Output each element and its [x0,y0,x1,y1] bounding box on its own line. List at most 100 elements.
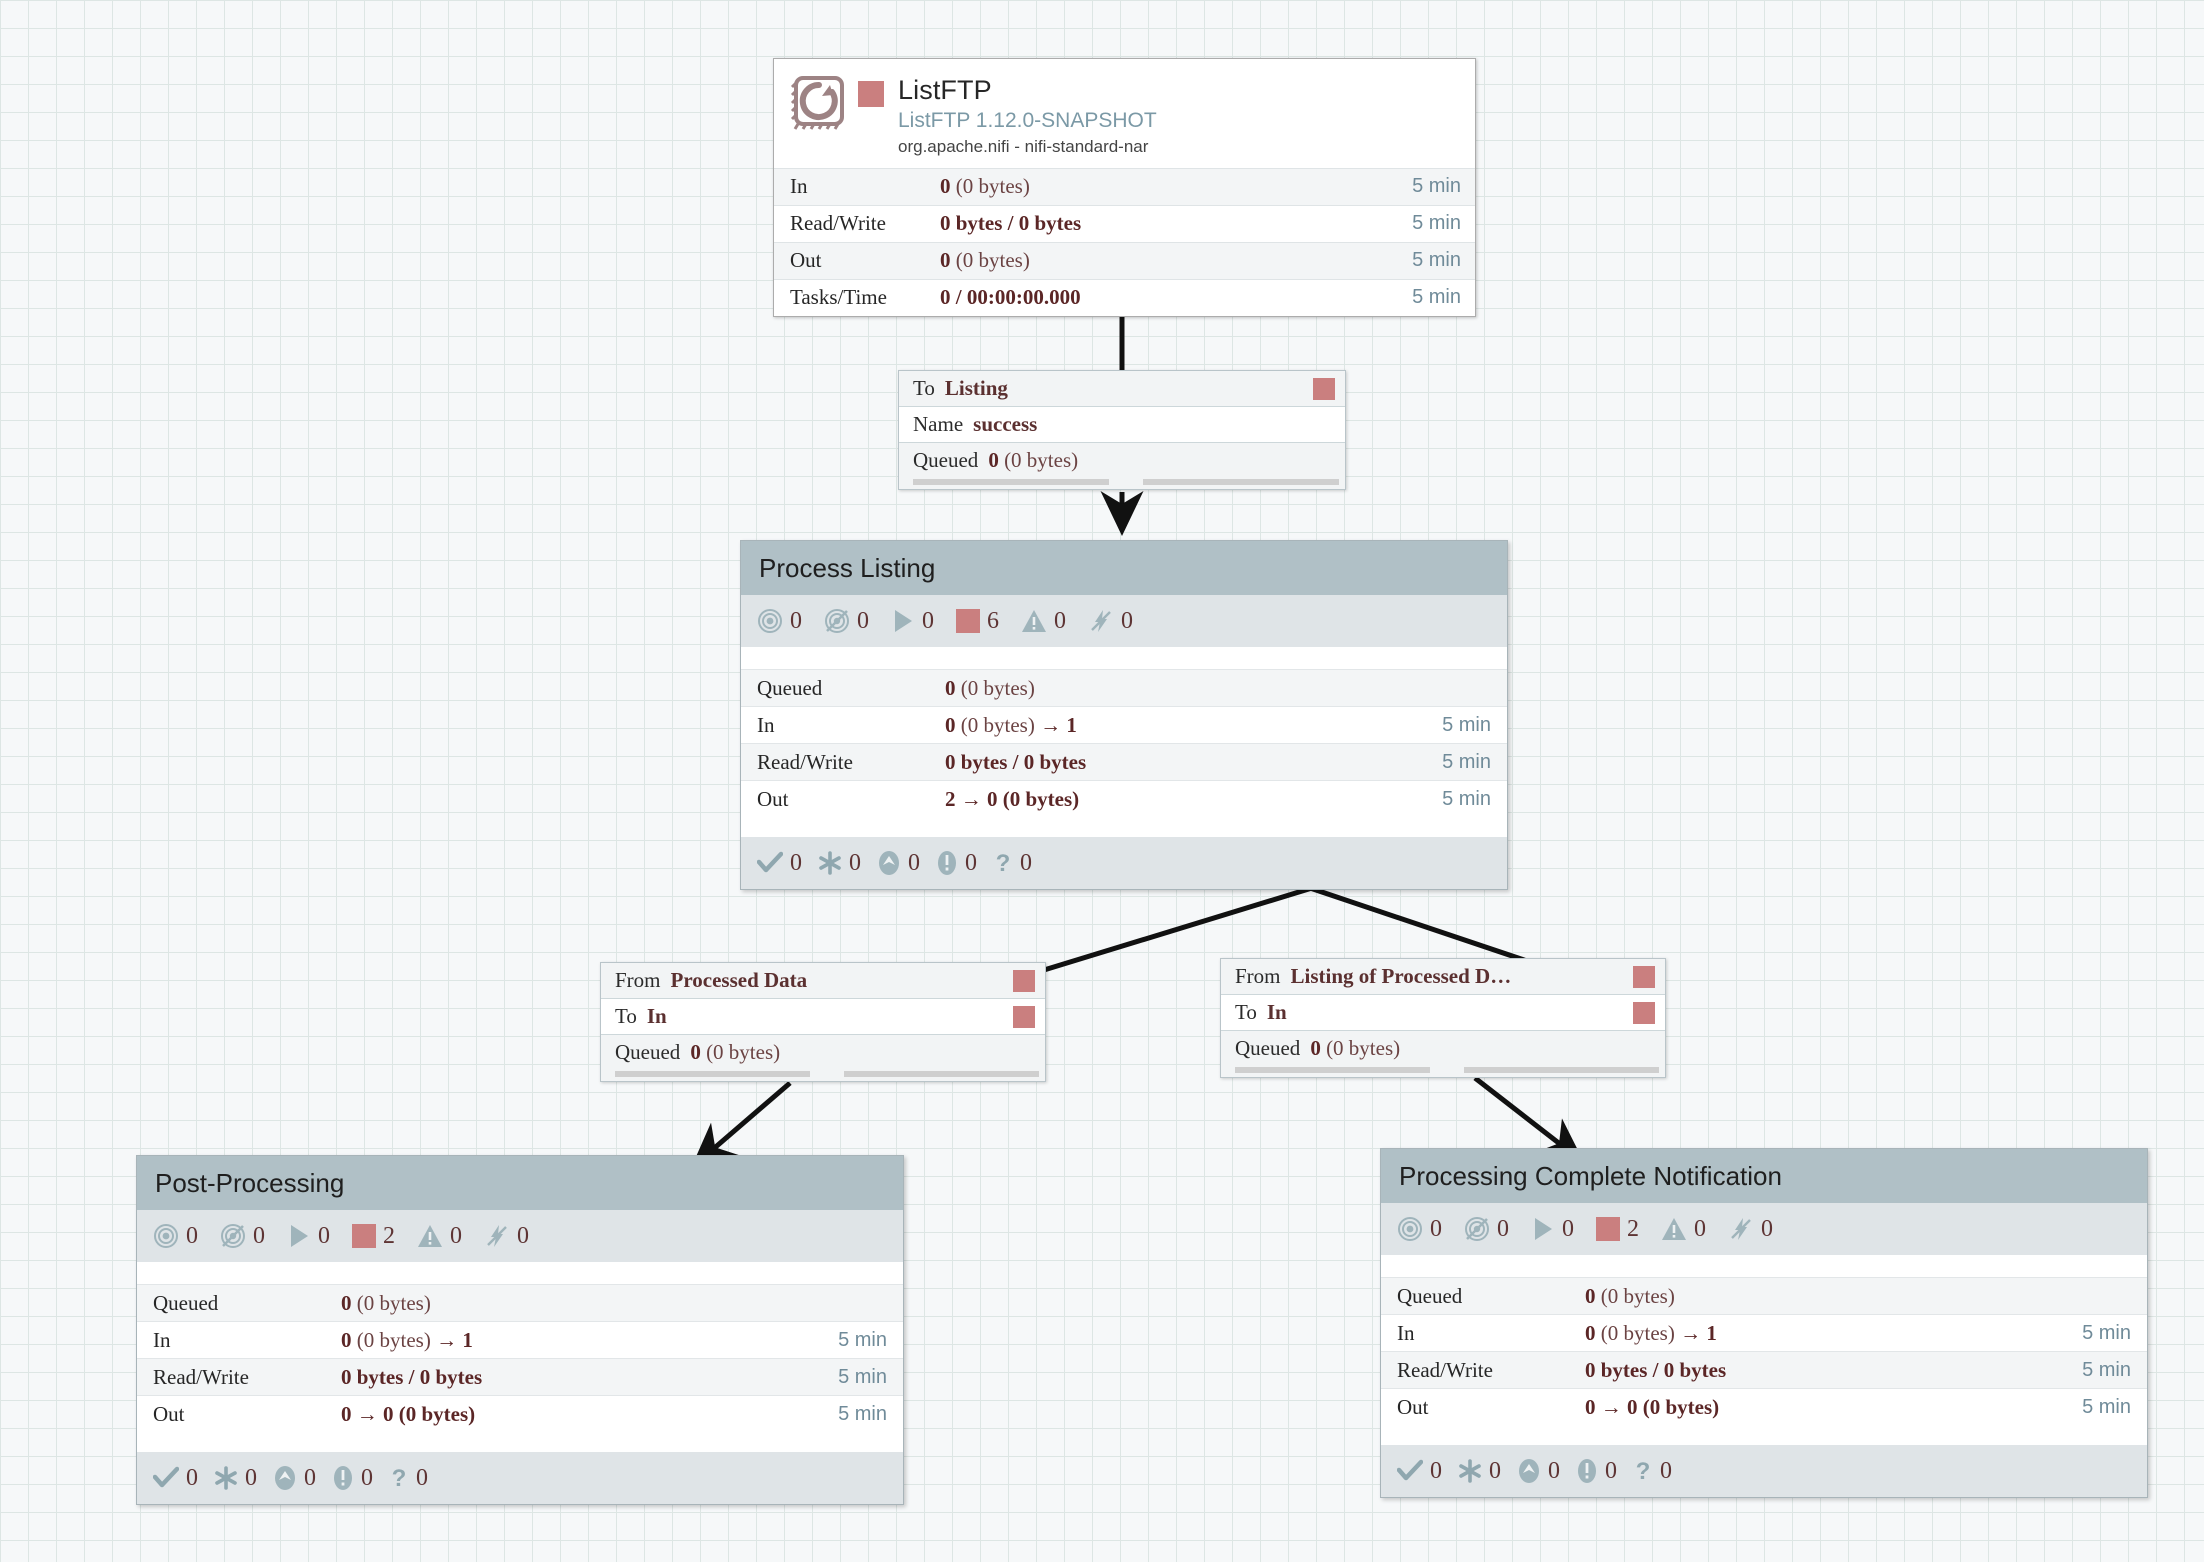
stat-value: 0 (0 bytes) [940,174,1030,199]
processor-type: ListFTP 1.12.0-SNAPSHOT [898,109,1157,133]
count-disabled: 0 [1088,608,1133,635]
disabled-icon [1728,1216,1754,1242]
stat-value: 0 bytes / 0 bytes [341,1364,483,1389]
processor-stat-in: In 0 (0 bytes) 5 min [774,167,1475,205]
stat-label: Out [757,786,789,811]
connection-to-row: To Listing [899,371,1345,407]
stat-time: 5 min [1412,212,1461,235]
processor-stat-out: Out 0 (0 bytes) 5 min [774,241,1475,279]
stat-label: Tasks/Time [790,285,887,310]
footer-count-valid: 0 [757,850,802,877]
footer-count-transmitting: 0 [1458,1458,1501,1485]
connection-row-key: From [1235,964,1281,988]
footer-count-stale: 0 [332,1465,373,1492]
process-group-spacer-bottom [137,1432,903,1452]
stat-label: In [1397,1320,1415,1345]
connection-row-value: Listing [944,376,1008,400]
processor-listftp[interactable]: ListFTP ListFTP 1.12.0-SNAPSHOT org.apac… [773,58,1476,317]
connection-from-row: From Processed Data [601,963,1045,999]
process-group-post-processing[interactable]: Post-Processing 0 0 0 [136,1155,904,1505]
stat-time: 5 min [1412,286,1461,309]
footer-count-value: 0 [186,1464,198,1491]
stat-label: Queued [153,1290,219,1315]
queued-value: 0 (0 bytes) [988,447,1079,472]
stat-time: 5 min [838,1365,887,1388]
connection-row-value: In [1266,1000,1287,1024]
pg-stat-read-write: Read/Write 0 bytes / 0 bytes 5 min [137,1358,903,1395]
connection-row-key: From [615,968,661,992]
processor-icon [788,73,850,135]
asterisk-icon [818,851,842,875]
connection-row-value: In [646,1004,667,1028]
count-stopped: 2 [1596,1216,1639,1243]
footer-count-value: 0 [1605,1457,1617,1484]
footer-count-value: 0 [908,849,920,876]
up-arrow-icon [273,1465,297,1491]
count-value: 0 [517,1222,529,1249]
stat-time: 5 min [838,1402,887,1425]
processor-name: ListFTP [898,75,992,105]
process-group-title: Process Listing [741,541,1507,595]
stat-value: 0 → 0 (0 bytes) [1585,1394,1720,1419]
footer-count-value: 0 [416,1464,428,1491]
stat-value: 0 (0 bytes) → 1 [341,1327,473,1352]
pg-stat-read-write: Read/Write 0 bytes / 0 bytes 5 min [741,743,1507,780]
count-not-transmitting: 0 [824,608,869,635]
connection-listftp-to-listing[interactable]: To Listing Name success Queued 0 (0 byte… [898,370,1346,490]
footer-count-valid: 0 [1397,1458,1442,1485]
stat-label: Out [1397,1394,1429,1419]
process-group-component-counts: 0 0 0 6 0 [741,595,1507,647]
processor-stats: In 0 (0 bytes) 5 min Read/Write 0 bytes … [774,167,1475,316]
stopped-icon [1596,1217,1620,1241]
footer-count-value: 0 [1660,1457,1672,1484]
queue-bar-size [1143,479,1339,485]
source-stopped-icon [1633,965,1655,988]
footer-count-value: 0 [1489,1457,1501,1484]
footer-count-value: 0 [849,849,861,876]
stat-value: 0 bytes / 0 bytes [1585,1357,1727,1382]
not-transmitting-icon [220,1223,246,1249]
invalid-icon [1661,1216,1687,1242]
invalid-icon [417,1223,443,1249]
link-process-listing-to-listing-of-processed [1309,885,1531,965]
queued-label: Queued [1235,1035,1301,1060]
count-running: 0 [1531,1216,1574,1243]
connection-name-row: Name success [899,407,1345,443]
link-processed-data-to-post-processing [690,1081,792,1169]
destination-stopped-icon [1013,1005,1035,1028]
process-group-process-listing[interactable]: Process Listing 0 0 0 [740,540,1508,890]
processor-run-status-stopped-icon [858,81,884,107]
svg-text:?: ? [392,1465,407,1491]
processor-stat-read-write: Read/Write 0 bytes / 0 bytes 5 min [774,204,1475,242]
footer-count-value: 0 [790,849,802,876]
count-disabled: 0 [484,1223,529,1250]
count-disabled: 0 [1728,1216,1773,1243]
process-group-processing-complete-notification[interactable]: Processing Complete Notification 0 0 0 [1380,1148,2148,1498]
count-value: 0 [1430,1215,1442,1242]
stat-time: 5 min [2082,1395,2131,1418]
transmitting-icon [153,1223,179,1249]
up-arrow-icon [877,850,901,876]
processor-bundle: org.apache.nifi - nifi-standard-nar [898,137,1149,157]
process-group-footer-counts: 0 0 0 0 ? 0 [137,1452,903,1504]
count-value: 0 [922,607,934,634]
connection-processed-data-to-in[interactable]: From Processed Data To In Queued 0 (0 by… [600,962,1046,1082]
stat-value: 0 (0 bytes) → 1 [945,712,1077,737]
pg-stat-in: In 0 (0 bytes) → 1 5 min [137,1321,903,1358]
process-group-component-counts: 0 0 0 2 0 [1381,1203,2147,1255]
connection-listing-of-processed-to-in[interactable]: From Listing of Processed D… To In Queue… [1220,958,1666,1078]
connection-row-key: To [913,376,935,400]
connection-queued-row: Queued 0 (0 bytes) [601,1035,1045,1069]
stat-label: Queued [1397,1283,1463,1308]
process-group-title: Post-Processing [137,1156,903,1210]
count-invalid: 0 [1661,1216,1706,1243]
count-value: 2 [383,1222,395,1249]
processor-header: ListFTP ListFTP 1.12.0-SNAPSHOT org.apac… [774,59,1475,168]
queue-bar-count [913,479,1109,485]
queue-bar-gap [1430,1067,1464,1073]
process-group-spacer [741,647,1507,669]
count-invalid: 0 [417,1223,462,1250]
stat-label: In [790,174,808,199]
connection-queue-bars [601,1069,1045,1081]
